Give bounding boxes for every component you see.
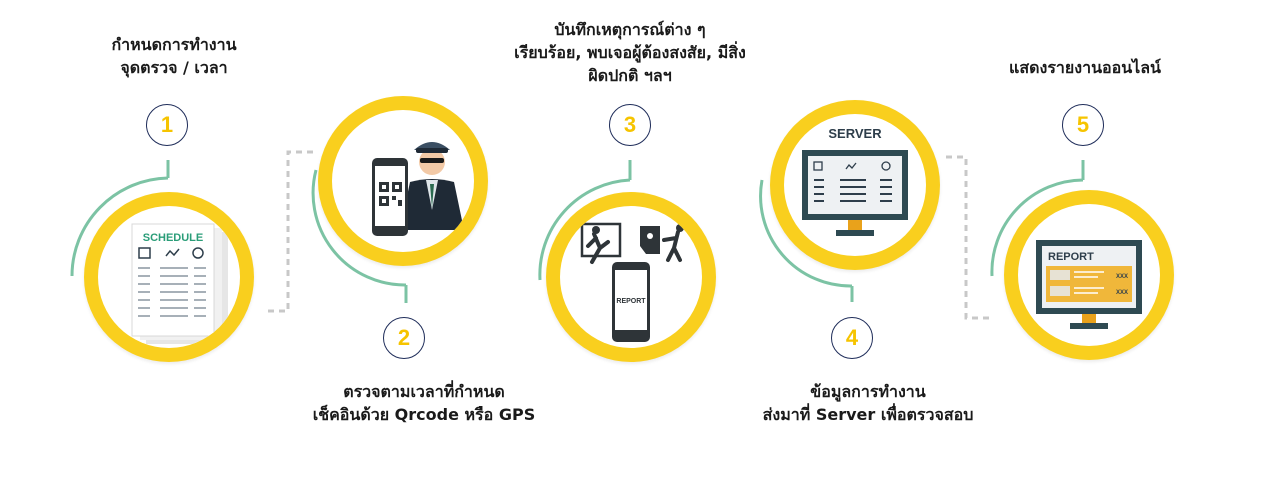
guard-with-qr-phone-icon (372, 142, 464, 236)
step-5-ring: REPORT XXX XXX (1004, 190, 1174, 360)
step-4-number-badge: 4 (831, 317, 873, 359)
step-5-caption: แสดงรายงานออนไลน์ (990, 56, 1180, 79)
step-2-caption-line: เช็คอินด้วย Qrcode หรือ GPS (312, 405, 536, 424)
connector-arc-3 (538, 178, 631, 281)
step-2-number-badge: 2 (383, 317, 425, 359)
report-value-1: XXX (1116, 274, 1128, 280)
step-5-caption-line: แสดงรายงานออนไลน์ (1009, 58, 1161, 77)
step-2-ring (318, 96, 488, 266)
connector-arc-2 (311, 169, 407, 287)
step-1-caption: กำหนดการทำงาน จุดตรวจ / เวลา (84, 33, 264, 79)
step-1-number-badge: 1 (146, 104, 188, 146)
step-2-icon-area (332, 110, 474, 252)
step-3-caption-line: ผิดปกติ ฯลฯ (588, 66, 672, 85)
step-3-caption: บันทึกเหตุการณ์ต่าง ๆ เรียบร้อย, พบเจอผู… (490, 18, 770, 87)
step-3-caption-line: เรียบร้อย, พบเจอผู้ต้องสงสัย, มีสิ่ง (514, 43, 746, 62)
dashed-link-4-5 (946, 155, 990, 320)
server-monitor-icon: SERVER (802, 126, 908, 236)
schedule-label: SCHEDULE (143, 232, 204, 244)
step-1-caption-line: กำหนดการทำงาน (111, 35, 237, 54)
step-5-number-badge: 5 (1062, 104, 1104, 146)
phone-report-label: REPORT (616, 298, 646, 305)
incident-report-phone-icon: REPORT (580, 222, 684, 342)
schedule-document-icon: SCHEDULE (131, 223, 228, 344)
step-3-ring: REPORT (546, 192, 716, 362)
connector-arc-1 (70, 176, 169, 277)
step-1-icon-area: SCHEDULE (98, 206, 240, 348)
step-5-icon-area: REPORT XXX XXX (1018, 204, 1160, 346)
step-3-caption-line: บันทึกเหตุการณ์ต่าง ๆ (554, 20, 706, 39)
step-1-caption-line: จุดตรวจ / เวลา (120, 58, 228, 77)
report-value-2: XXX (1116, 290, 1128, 296)
dashed-link-1-2 (268, 150, 314, 313)
step-4-caption-line: ส่งมาที่ Server เพื่อตรวจสอบ (762, 405, 974, 424)
step-1-ring: SCHEDULE (84, 192, 254, 362)
step-2-caption-line: ตรวจตามเวลาที่กำหนด (343, 382, 505, 401)
step-4-caption-line: ข้อมูลการทำงาน (810, 382, 926, 401)
report-monitor-icon: REPORT XXX XXX (1036, 240, 1142, 329)
server-label: SERVER (828, 126, 882, 141)
step-3-number-badge: 3 (609, 104, 651, 146)
connector-arc-4 (759, 179, 853, 288)
step-4-caption: ข้อมูลการทำงาน ส่งมาที่ Server เพื่อตรวจ… (740, 380, 996, 426)
step-3-icon-area: REPORT (560, 206, 702, 348)
step-2-caption: ตรวจตามเวลาที่กำหนด เช็คอินด้วย Qrcode ห… (296, 380, 552, 426)
step-4-ring: SERVER (770, 100, 940, 270)
step-4-icon-area: SERVER (784, 114, 926, 256)
connector-arc-5 (990, 178, 1084, 277)
report-label: REPORT (1048, 251, 1094, 263)
